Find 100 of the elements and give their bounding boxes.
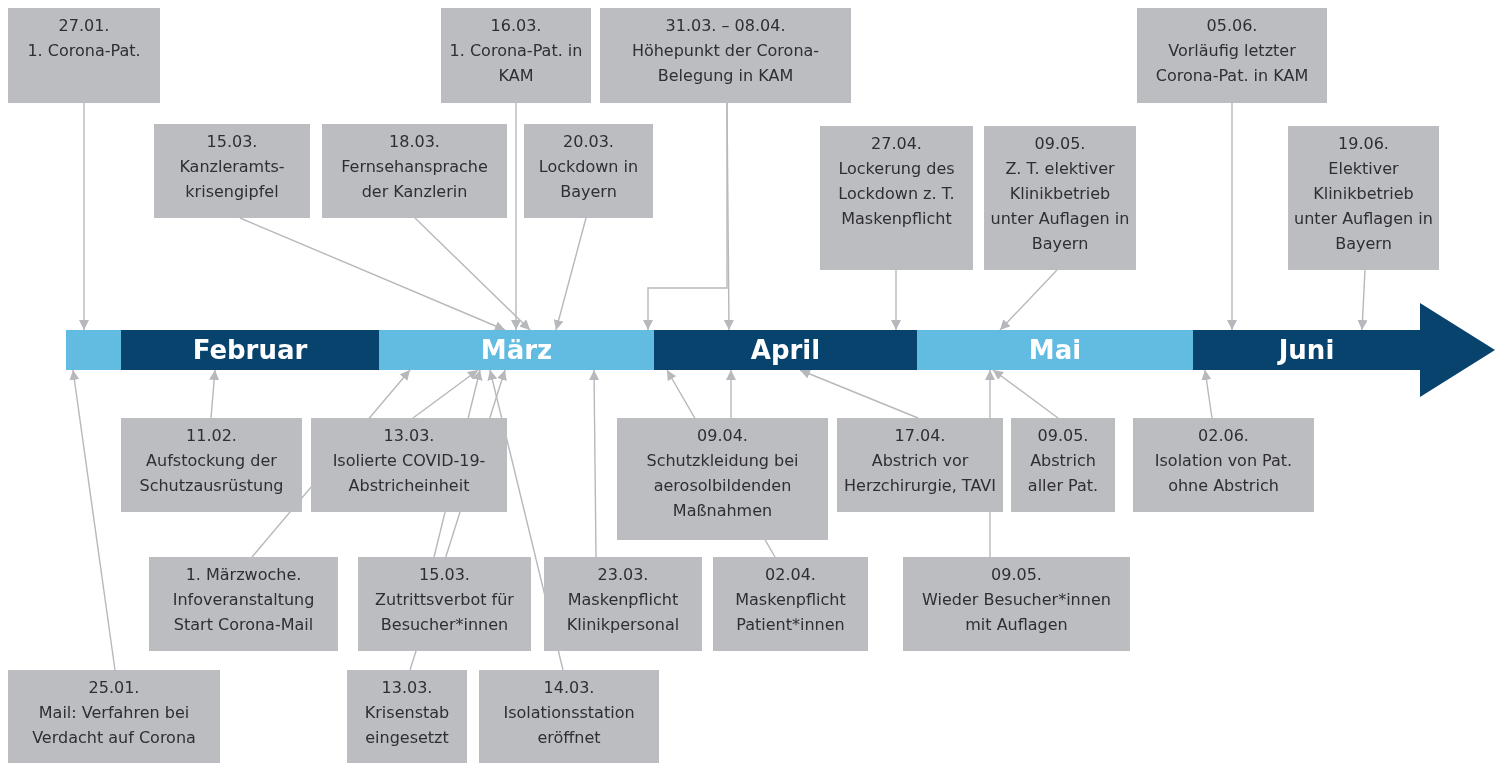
event-date: 09.05. [990,564,1043,586]
event-box [903,557,1130,651]
event-date: 23.03. [596,564,650,586]
leader-arrow [79,102,89,331]
event-text: Krisenstab eingesetzt [363,702,451,749]
leader-arrow [69,369,116,671]
leader-arrow [666,369,776,558]
event-box [8,8,160,103]
event-text: Z. T. elektiver Klinikbetrieb unter Auflagen in Bayern [989,158,1131,255]
event-text: Schutzkleidung bei aerosolbildenden Maßnahmen [645,450,800,522]
leader-arrow [1357,269,1368,331]
event-box [1133,418,1314,512]
event-text: Höhepunkt der Corona-Belegung in KAM [630,40,821,87]
leader-arrow [251,369,411,558]
leader-arrow [487,369,564,671]
event-box [1137,8,1327,103]
event-date: 17.04. [893,425,947,447]
event-date: 20.03. [562,131,615,153]
event-text: Wieder Besucher*innen mit Auflagen [921,589,1112,636]
month-band: Februar [121,330,379,370]
leader-arrow [992,369,1059,419]
event-text: Fernsehansprache der Kanzlerin [340,156,489,203]
event-box [154,124,310,218]
leader-arrow [1227,102,1237,331]
event-date: 31.03. – 08.04. [664,15,787,37]
event-text: 1. Corona-Pat. in KAM [448,40,584,87]
leader-arrow [589,369,600,558]
event-text: Maskenpflicht Patient*innen [734,589,847,636]
event-date: 14.03. [542,677,596,699]
event-date: 18.03. [388,131,441,153]
leader-arrow [553,217,587,331]
month-band: Mai [917,330,1193,370]
event-box [524,124,653,218]
event-date: 16.03. [489,15,543,37]
leader-arrow [723,102,734,331]
event-text: Mail: Verfahren bei Verdacht auf Corona [31,702,197,749]
event-date: 09.04. [696,425,749,447]
event-date: 11.02. [185,425,238,447]
event-box [358,557,531,651]
leader-arrow [209,369,220,419]
leader-arrow [412,369,479,419]
event-text: Infoveranstaltung Start Corona-Mail [171,589,316,636]
event-text: Kanzleramts- krisengipfel [178,156,286,203]
event-text: Zutrittsverbot für Besucher*innen [374,589,515,636]
event-text: Maskenpflicht Klinikpersonal [565,589,681,636]
event-box [121,418,302,512]
event-box [322,124,507,218]
event-date: 27.04. [870,133,923,155]
event-box [8,670,220,763]
month-band: März [379,330,654,370]
leader-arrow [726,369,736,419]
event-box [347,670,467,763]
month-band: April [654,330,917,370]
event-date: 13.03. [382,425,436,447]
leader-arrow [985,369,995,558]
event-box [820,126,973,270]
event-box [617,418,828,540]
event-date: 15.03. [418,564,471,586]
event-date: 25.01. [87,677,141,699]
event-box [600,8,851,103]
event-text: Lockerung des Lockdown z. T. Maskenpflicht [837,158,956,230]
leader-arrow [799,369,919,419]
event-text: 1. Corona-Pat. [26,40,142,62]
event-date: 13.03. [380,677,434,699]
event-box [441,8,591,103]
event-text: Abstrich vor Herzchirurgie, TAVI [843,450,997,497]
event-box [311,418,507,512]
event-text: Aufstockung der Schutzausrüstung [138,450,285,497]
event-date: 02.06. [1197,425,1250,447]
event-date: 02.04. [764,564,817,586]
event-box [1288,126,1439,270]
event-date: 09.05. [1033,133,1087,155]
event-box [984,126,1136,270]
leader-arrow [1201,369,1213,419]
event-date: 15.03. [205,131,259,153]
event-text: Isolierte COVID-19- Abstricheinheit [331,450,487,497]
event-text: Abstrich aller Pat. [1026,450,1100,497]
event-date: 27.01. [57,15,111,37]
event-box [713,557,868,651]
event-date: 05.06. [1205,15,1259,37]
event-date: 19.06. [1337,133,1390,155]
leader-arrow [891,269,901,331]
event-text: Isolationsstation eröffnet [502,702,636,749]
leader-arrow [999,269,1058,331]
event-box [479,670,659,763]
month-band [66,330,121,370]
leader-arrow [511,102,521,331]
leader-arrow [414,217,531,331]
event-box [149,557,338,651]
event-box [544,557,702,651]
leader-arrow [239,217,506,331]
event-box [837,418,1003,512]
event-text: Elektiver Klinikbetrieb unter Auflagen in Bayern [1293,158,1434,255]
event-date: 09.05. [1036,425,1090,447]
event-date: 1. Märzwoche. [184,564,303,586]
event-text: Isolation von Pat. ohne Abstrich [1153,450,1294,497]
leader-arrow [433,369,483,558]
event-box [1011,418,1115,512]
event-text: Lockdown in Bayern [537,156,640,203]
month-arrow-band: Juni [1193,303,1495,397]
